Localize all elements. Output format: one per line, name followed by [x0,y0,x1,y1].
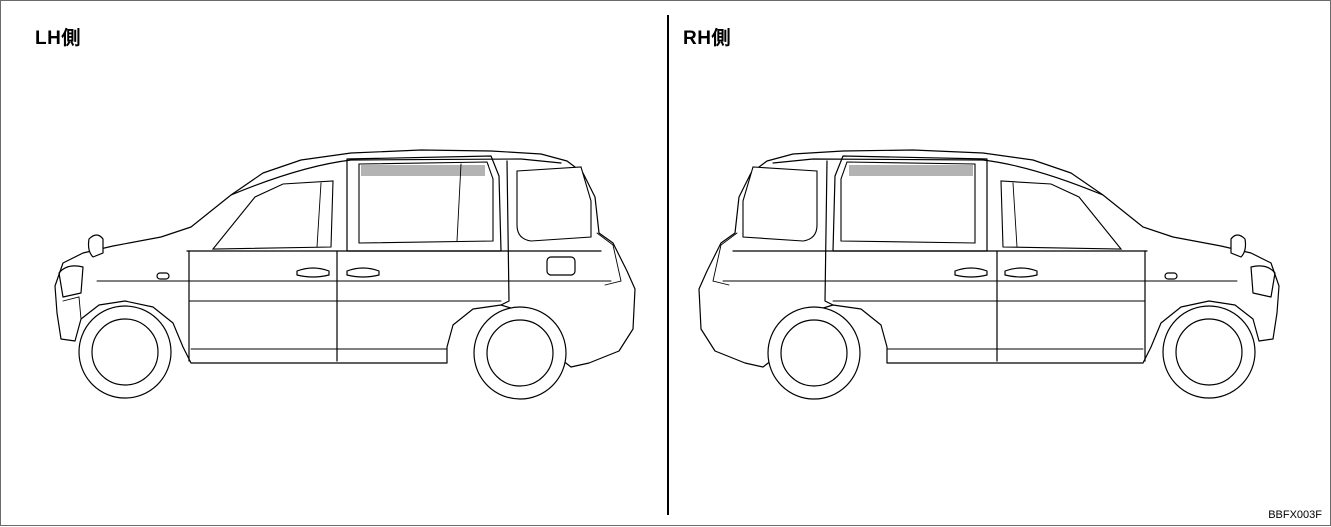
lh-rear-door-rear-edge [500,160,510,306]
rh-front-door-handle [1004,267,1038,278]
car-left-side-view [54,149,636,400]
lh-quarter-window [516,166,592,242]
lh-front-door-handle [296,267,330,278]
lh-rear-wheel-rim [486,319,554,387]
lh-rear-door-handle [346,267,380,278]
rh-rear-door-window-frame [832,155,988,252]
lh-front-bumper-line [62,296,82,320]
rh-rear-wheel-rim [780,319,848,387]
rh-front-wheel-rim [1175,318,1243,386]
rh-rear-door-rear-edge [824,160,834,306]
rh-rear-door-handle [954,267,988,278]
lh-side-marker [156,272,170,280]
lh-front-window [211,180,334,250]
lh-visor-strip [361,165,485,176]
right-side-label: RH側 [683,28,731,49]
rh-rear-wheel [767,306,861,400]
center-divider [667,15,669,515]
rh-front-window [1000,180,1123,250]
lh-front-window-post [316,182,322,248]
lh-headlight [58,265,84,298]
lh-roof-line [230,158,562,196]
rh-quarter-window [742,166,818,242]
lh-tail-lamp [596,232,622,286]
lh-rear-window-divider [456,163,462,242]
lh-side-mirror [87,234,104,258]
figure-code: BBFX003F [1268,509,1322,521]
rh-visor-strip [849,165,973,176]
rh-side-mirror [1230,234,1247,258]
rh-side-marker [1164,272,1178,280]
rh-rear-door-window [840,161,976,244]
rh-front-wheel [1162,305,1256,399]
rh-headlight [1250,265,1276,298]
rh-roof-line [772,158,1104,196]
rh-front-window-post [1012,182,1018,248]
lh-rear-door-window [358,161,494,244]
lh-fuel-lid [546,256,576,276]
rh-tail-lamp [712,232,738,286]
lh-front-wheel-rim [91,318,159,386]
left-side-label: LH側 [35,28,81,49]
lh-rear-door-window-frame [346,155,502,252]
